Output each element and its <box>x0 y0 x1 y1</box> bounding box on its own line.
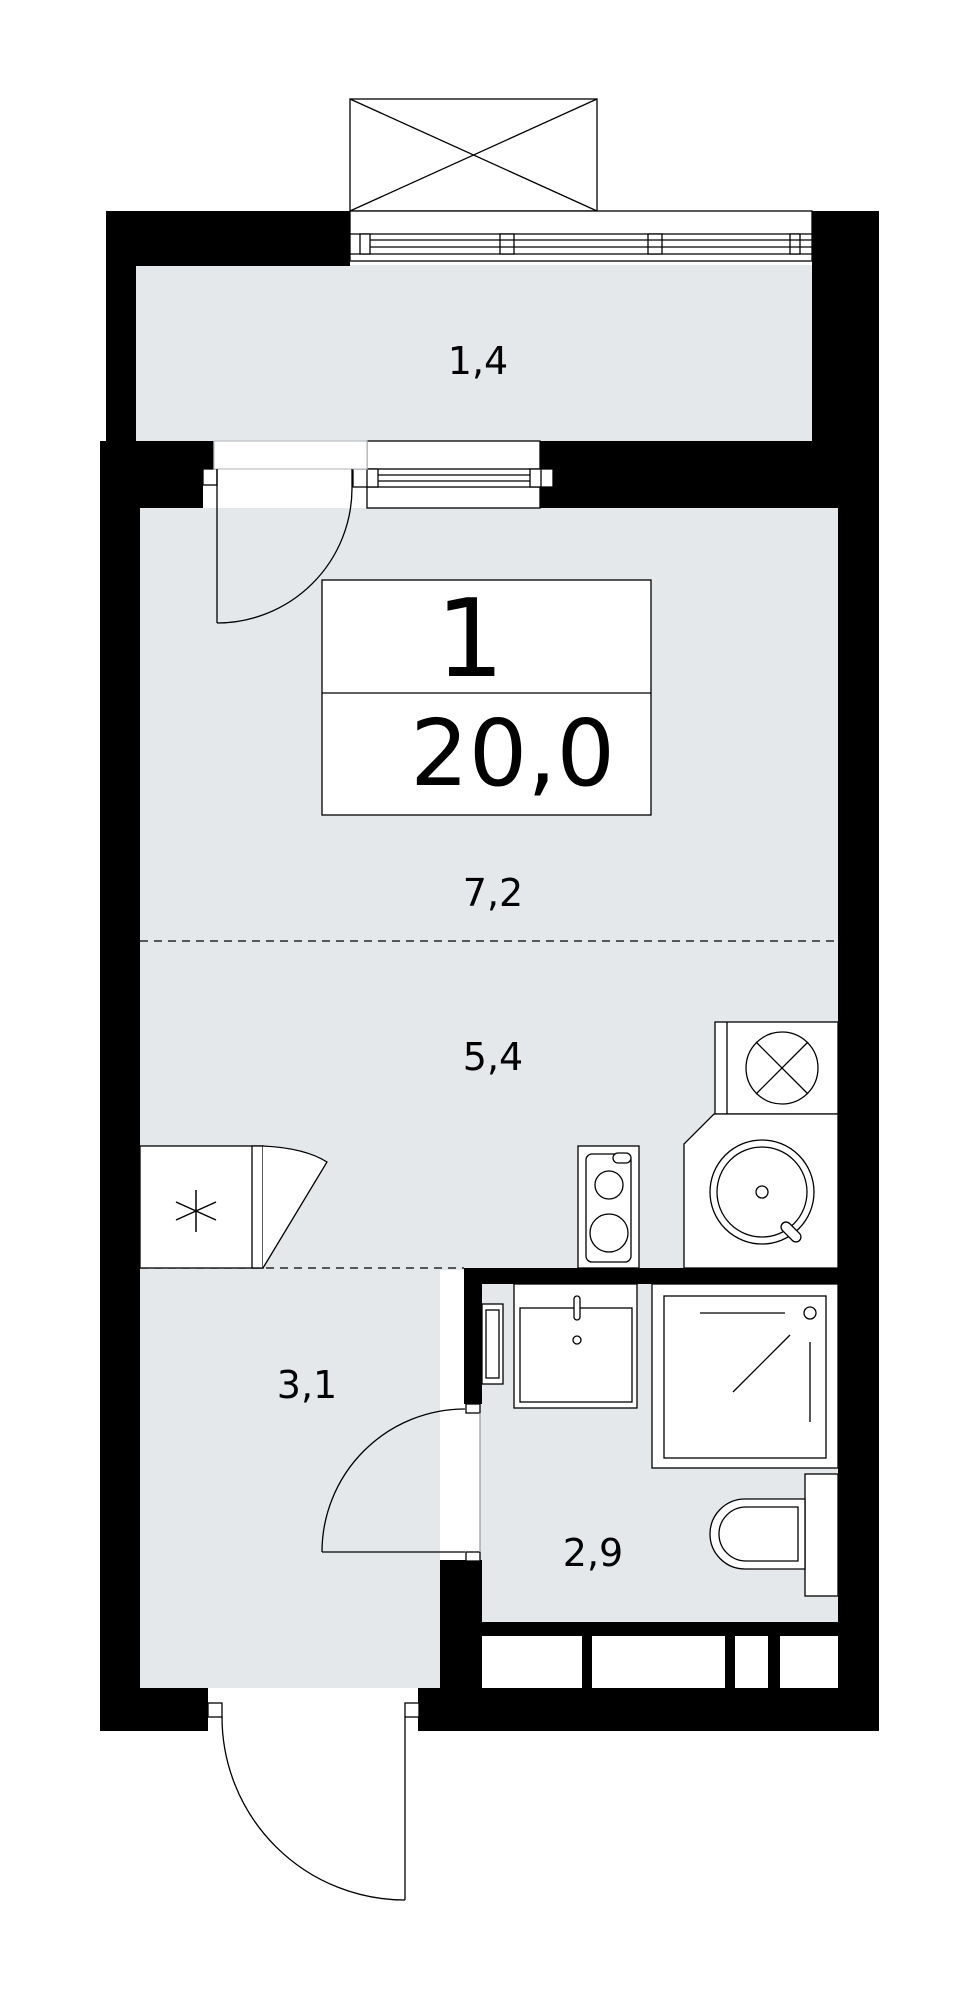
summary-box: 1 20,0 <box>321 577 652 816</box>
outdoor-unit <box>349 98 598 212</box>
hallway-floor <box>140 1270 440 1688</box>
balcony-door <box>202 440 368 624</box>
radiator-icon <box>481 1303 504 1385</box>
bathroom-area-label: 2,9 <box>563 1531 623 1575</box>
entrance-door <box>207 1702 420 1901</box>
bathroom-door <box>321 1403 481 1562</box>
living-area-label: 7,2 <box>463 871 523 915</box>
kitchen-area-label: 5,4 <box>463 1035 523 1079</box>
ventilation-icon <box>139 1145 328 1269</box>
balcony-window <box>349 210 813 262</box>
washbasin-icon <box>513 1283 638 1409</box>
zone-dividers <box>140 940 838 1269</box>
total-area: 20,0 <box>410 700 615 807</box>
stove-icon <box>577 1145 640 1269</box>
toilet-icon <box>709 1473 839 1597</box>
rooms-count: 1 <box>436 577 505 702</box>
shower-icon <box>651 1283 839 1469</box>
balcony-floor <box>135 265 812 441</box>
washing-machine-icon <box>714 1021 839 1115</box>
studio-window <box>352 440 554 509</box>
hallway-area-label: 3,1 <box>277 1363 337 1407</box>
sink-icon <box>683 1113 839 1269</box>
walls <box>100 211 879 1731</box>
balcony-area-label: 1,4 <box>448 339 508 383</box>
area-labels: 1,4 7,2 5,4 3,1 2,9 <box>277 339 623 1575</box>
